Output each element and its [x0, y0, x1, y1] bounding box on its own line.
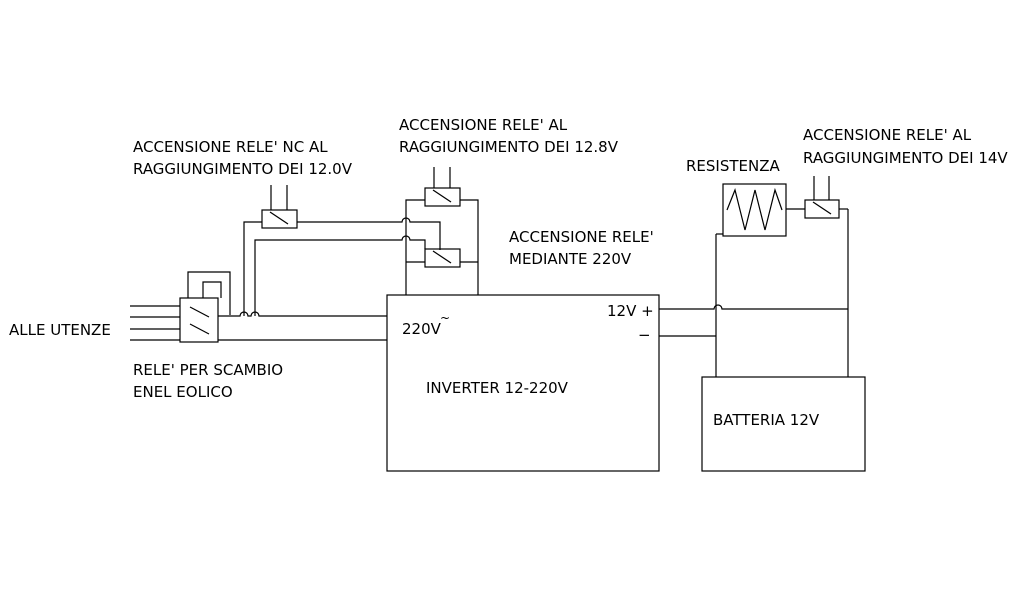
inverter-ac-label: 220V	[402, 320, 442, 338]
changeover-relay	[179, 271, 231, 343]
relay-220v	[254, 235, 478, 316]
resistor	[716, 183, 805, 237]
relay-12-8-label-line1: ACCENSIONE RELE' AL	[399, 116, 568, 134]
ac-bus-wires	[218, 311, 387, 341]
inverter-dc-minus-label: −	[638, 326, 651, 344]
inverter-box	[386, 294, 660, 472]
relay-14v	[804, 176, 848, 219]
changeover-label-line2: ENEL EOLICO	[133, 383, 233, 401]
load-wires	[130, 305, 180, 341]
relay-220-label-line1: ACCENSIONE RELE'	[509, 228, 654, 246]
relay-12-8-label-line2: RAGGIUNGIMENTO DEI 12.8V	[399, 138, 619, 156]
relay-nc-12v	[243, 185, 441, 316]
changeover-label-line1: RELE' PER SCAMBIO	[133, 361, 283, 379]
relay-220-label-line2: MEDIANTE 220V	[509, 250, 632, 268]
dc-wires	[659, 209, 849, 377]
relay-nc-label-line1: ACCENSIONE RELE' NC AL	[133, 138, 328, 156]
inverter-dc-plus-label: 12V +	[607, 302, 654, 320]
battery-label: BATTERIA 12V	[713, 411, 820, 429]
relay-14-label-line2: RAGGIUNGIMENTO DEI 14V	[803, 149, 1008, 167]
battery-box	[701, 376, 866, 472]
loads-label: ALLE UTENZE	[9, 321, 111, 339]
relay-14-label-line1: ACCENSIONE RELE' AL	[803, 126, 972, 144]
relay-nc-label-line2: RAGGIUNGIMENTO DEI 12.0V	[133, 160, 353, 178]
resistance-label: RESISTENZA	[686, 157, 781, 175]
inverter-label: INVERTER 12-220V	[426, 379, 569, 397]
inverter-ac-symbol: ~	[440, 311, 450, 325]
relay-12-8v	[405, 167, 479, 295]
